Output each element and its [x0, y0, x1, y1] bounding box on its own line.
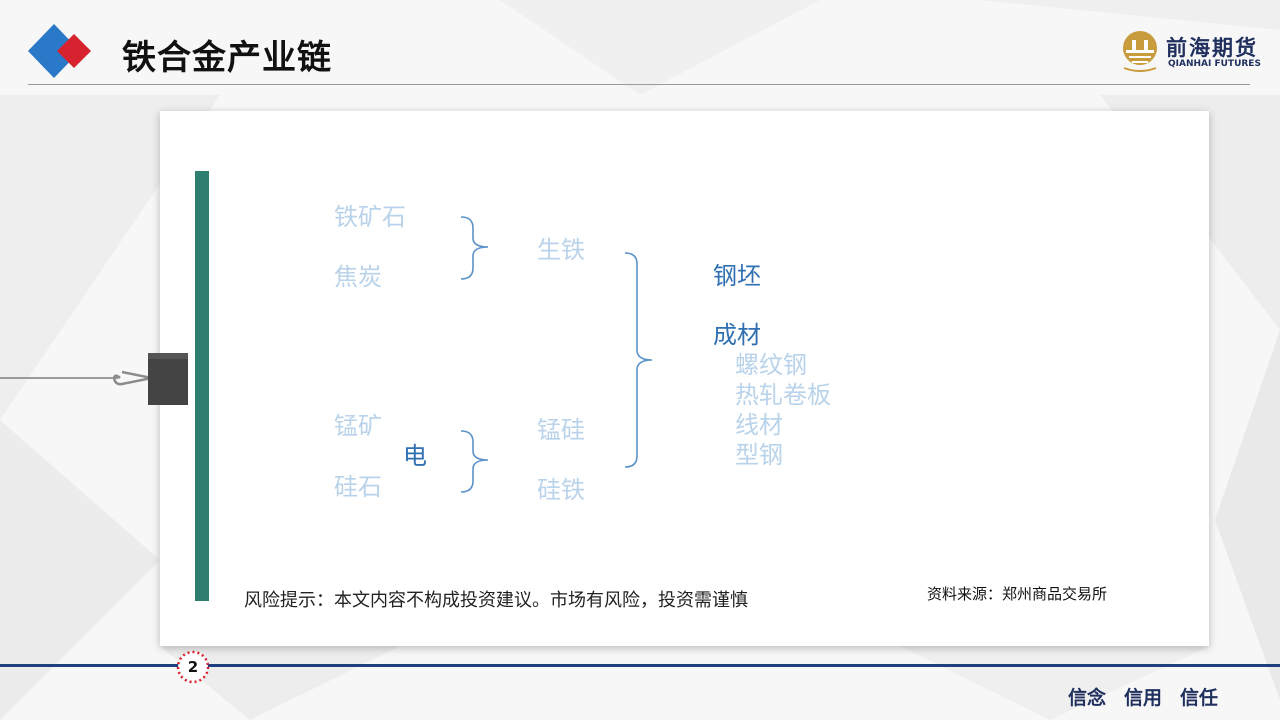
node-coke: 焦炭 — [334, 263, 382, 291]
green-accent-bar — [195, 171, 209, 601]
node-silica: 硅石 — [334, 473, 382, 501]
brand-name-en: QIANHAI FUTURES — [1168, 59, 1261, 69]
slogan-3: 信任 — [1180, 687, 1219, 709]
node-ferrosilicon: 硅铁 — [537, 476, 585, 504]
node-electricity: 电 — [403, 442, 427, 470]
page-title: 铁合金产业链 — [122, 38, 332, 78]
node-finished-steel: 成材 — [713, 321, 761, 349]
page-number: 2 — [187, 658, 199, 676]
node-manganese-ore: 锰矿 — [334, 412, 382, 440]
node-hot-rolled-coil: 热轧卷板 — [735, 381, 831, 409]
node-silicomanganese: 锰硅 — [537, 416, 585, 444]
header-divider — [28, 84, 1250, 85]
brand-logo: 前海期货 QIANHAI FUTURES — [1120, 30, 1261, 74]
data-source: 资料来源：郑州商品交易所 — [927, 585, 1108, 603]
content-card — [160, 111, 1209, 646]
dotted-circle-icon — [176, 650, 210, 684]
slogan-1: 信念 — [1068, 687, 1107, 709]
brand-name-cn: 前海期货 — [1166, 35, 1258, 60]
node-pig-iron: 生铁 — [537, 236, 585, 264]
footer-divider — [0, 664, 1280, 667]
footer-slogan: 信念信用信任 — [1068, 683, 1236, 710]
node-section-steel: 型钢 — [735, 441, 783, 469]
logo-diamonds-icon — [28, 24, 91, 78]
binder-clip-icon — [0, 353, 188, 405]
node-steel-billet: 钢坯 — [713, 262, 761, 290]
node-rebar: 螺纹钢 — [735, 351, 807, 379]
node-wire-rod: 线材 — [735, 411, 783, 439]
qianhai-emblem-icon — [1123, 31, 1157, 72]
risk-notice: 风险提示：本文内容不构成投资建议。市场有风险，投资需谨慎 — [244, 590, 748, 611]
slogan-2: 信用 — [1124, 687, 1163, 709]
node-iron-ore: 铁矿石 — [334, 203, 406, 231]
page-number-badge: 2 — [176, 650, 210, 684]
